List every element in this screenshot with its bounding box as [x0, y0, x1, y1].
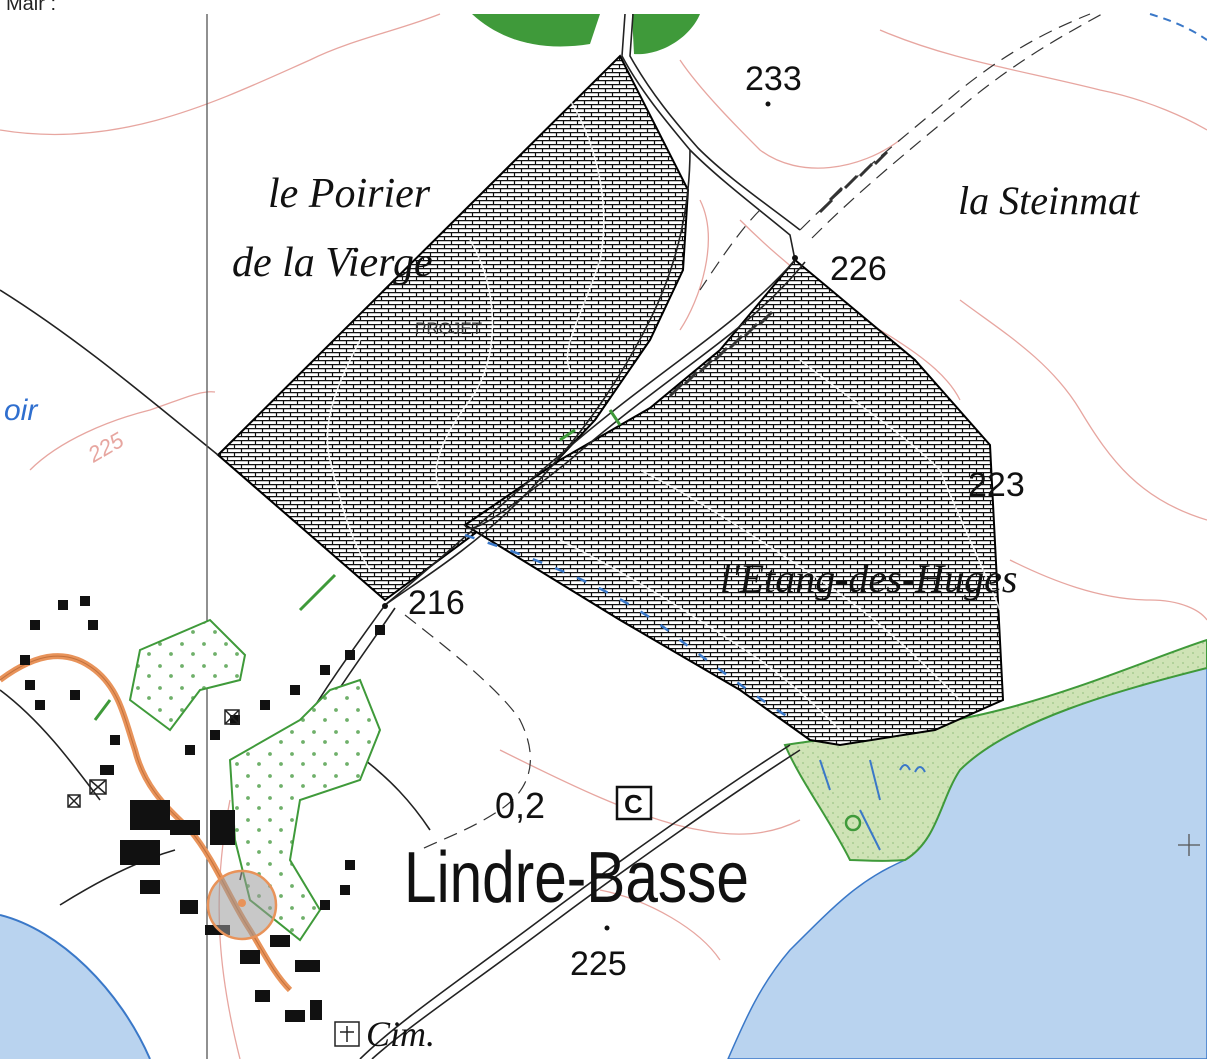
label-cemetery: Cim. — [366, 1014, 435, 1054]
dashed-track — [404, 614, 531, 851]
water-edge-bottom-left — [0, 914, 151, 1059]
church-dot — [238, 899, 246, 907]
cemetery-icon — [334, 1021, 360, 1047]
road — [0, 289, 219, 456]
road — [629, 13, 801, 231]
water-edge-top-right — [1149, 13, 1207, 41]
contour-line — [29, 391, 216, 471]
marsh-symbols — [819, 759, 926, 851]
orchard-area — [128, 618, 247, 732]
dashed-track — [811, 13, 1103, 239]
label-village: Lindre-Basse — [404, 838, 749, 918]
spot-height-dot — [765, 101, 771, 107]
hedge-ticks — [668, 150, 889, 398]
road — [364, 759, 431, 831]
elevation-226: 226 — [830, 250, 887, 288]
contour-line — [499, 749, 801, 835]
label-etang: l'Etang-des-Huges — [720, 556, 1017, 601]
contour-line — [679, 59, 901, 169]
camping-symbol-box — [615, 785, 653, 821]
label-poirier-line2: de la Vierge — [232, 240, 433, 286]
road — [371, 749, 801, 1059]
contour-line — [599, 889, 721, 961]
dashed-track — [799, 13, 1091, 231]
lake-bottom-left — [0, 915, 150, 1059]
elevation-216: 216 — [408, 584, 465, 622]
spot-height-dot — [382, 603, 388, 609]
contour-line — [679, 199, 709, 331]
road — [464, 261, 806, 529]
label-poirier-line1: le Poirier — [268, 171, 431, 217]
spring-icon — [844, 814, 862, 832]
distance-label: 0,2 — [495, 785, 545, 826]
contour-line-light — [435, 239, 494, 491]
contour-line-light — [799, 359, 1001, 611]
project-parcel-etang — [463, 258, 1005, 747]
road — [0, 689, 101, 801]
contour-line-light — [566, 99, 605, 371]
elevation-223: 223 — [968, 466, 1025, 504]
road — [59, 849, 176, 906]
forest-area-right — [632, 14, 700, 55]
contour-line — [1009, 559, 1207, 621]
contour-line — [879, 29, 1207, 131]
project-parcel-poirier — [216, 54, 690, 602]
elevation-225-bottom: 225 — [570, 945, 627, 983]
dashed-track — [699, 209, 761, 291]
contour-line-light — [326, 339, 371, 571]
label-project: PROJET — [415, 319, 482, 338]
road — [359, 744, 791, 1059]
stream — [464, 533, 791, 720]
ruin-symbols — [67, 709, 240, 808]
contour-line — [0, 13, 441, 136]
label-water-partial: oir — [4, 394, 38, 427]
camping-symbol: C — [624, 789, 643, 819]
elevation-225-left: 225 — [83, 427, 129, 468]
spot-height-dot — [604, 925, 610, 931]
grid-cross — [1178, 834, 1200, 856]
road — [384, 149, 691, 606]
meadow-area — [783, 638, 1207, 862]
road — [384, 259, 796, 606]
header-text: Mair : — [6, 0, 56, 15]
spot-height-dot — [792, 255, 798, 261]
contour-line-light — [639, 469, 961, 701]
forest-area — [472, 14, 600, 47]
contour-line-light — [559, 539, 841, 731]
elevation-233: 233 — [745, 60, 802, 98]
label-steinmat: la Steinmat — [958, 178, 1140, 223]
vegetation-edge — [93, 409, 622, 721]
contour-line — [959, 299, 1207, 521]
